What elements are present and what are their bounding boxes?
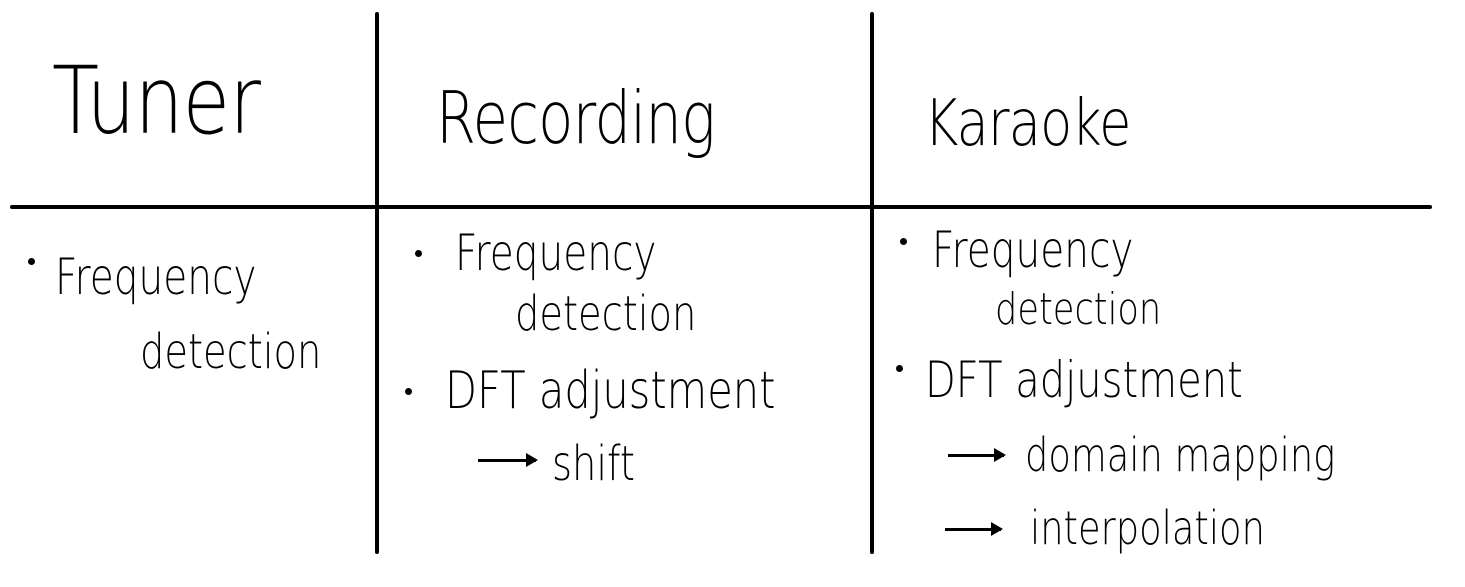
tuner-item-1-line1: Frequency	[55, 248, 257, 306]
tuner-item-1-line2: detection	[140, 324, 322, 380]
recording-subitem-shift: shift	[552, 436, 635, 492]
header-divider	[10, 205, 1432, 209]
column-divider-2	[870, 12, 874, 554]
bullet-icon	[896, 365, 903, 372]
karaoke-item-1-line1: Frequency	[932, 221, 1134, 279]
karaoke-item-2-line1: DFT adjustment	[925, 351, 1243, 409]
bullet-icon	[28, 258, 35, 265]
recording-item-1-line2: detection	[515, 286, 697, 342]
bullet-icon	[405, 388, 412, 395]
recording-item-1-line1: Frequency	[455, 224, 657, 282]
karaoke-item-1-line2: detection	[995, 284, 1162, 335]
header-recording: Recording	[436, 76, 716, 160]
arrow-right-icon	[478, 453, 538, 467]
bullet-icon	[900, 238, 907, 245]
karaoke-subitem-domain-mapping: domain mapping	[1025, 428, 1336, 482]
column-divider-1	[375, 12, 379, 554]
header-karaoke: Karaoke	[924, 87, 1131, 161]
arrow-right-icon	[945, 522, 1003, 536]
recording-item-2-line1: DFT adjustment	[445, 361, 776, 421]
arrow-right-icon	[948, 448, 1006, 462]
bullet-icon	[415, 250, 422, 257]
header-tuner: Tuner	[52, 47, 261, 156]
karaoke-subitem-interpolation: interpolation	[1030, 501, 1265, 555]
